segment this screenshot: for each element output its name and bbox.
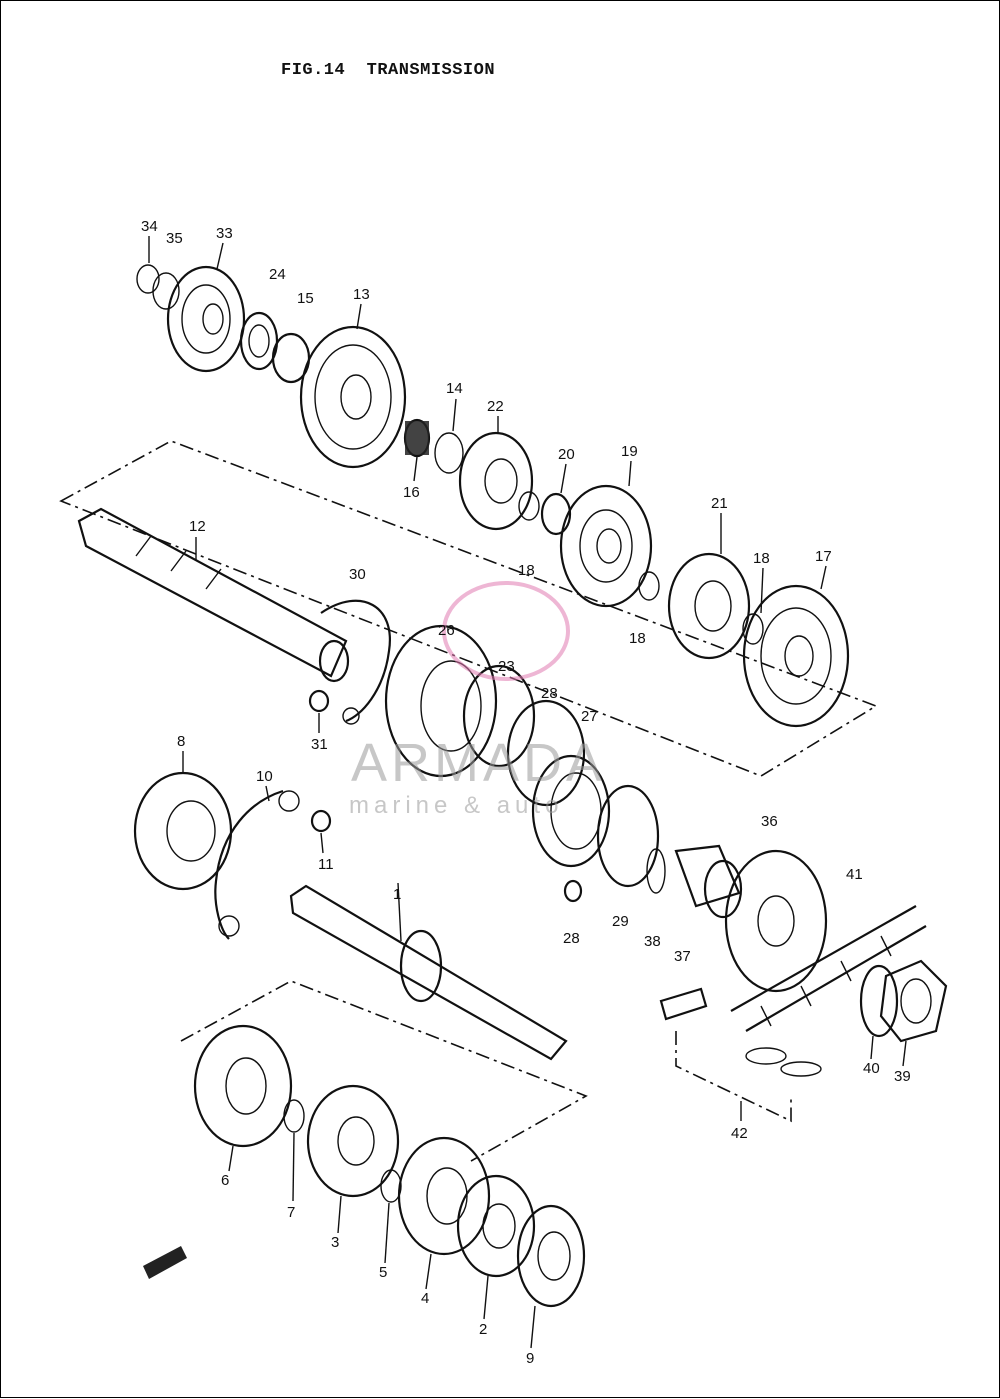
ring-28 (506, 699, 586, 807)
bushing-24 (239, 311, 279, 371)
gear-33 (166, 265, 246, 373)
gear-2 (456, 1174, 536, 1278)
part-label-16: 16 (403, 484, 420, 501)
stopper-plate-30 (320, 599, 391, 725)
part-label-9: 9 (526, 1350, 534, 1367)
gear-13 (299, 325, 407, 469)
part-label-10: 10 (256, 768, 273, 785)
circlip-18b (638, 571, 660, 601)
sprocket-36 (724, 849, 828, 993)
part-label-17: 17 (815, 548, 832, 565)
part-label-8: 8 (177, 733, 185, 750)
figure-title: FIG.14 TRANSMISSION (281, 61, 496, 80)
part-label-38: 38 (644, 933, 661, 950)
driveshaft-group-boundary (180, 980, 588, 1162)
part-label-15: 15 (297, 290, 314, 307)
part-label-42: 42 (731, 1125, 748, 1142)
part-label-26: 26 (438, 622, 455, 639)
gear-4 (397, 1136, 491, 1256)
part-label-30: 30 (349, 566, 366, 583)
watermark-tagline: marine & auto (349, 792, 563, 819)
part-label-18c: 18 (753, 550, 770, 567)
watermark-brand: ARMADA (351, 733, 606, 793)
countershaft-group-boundary (59, 440, 878, 777)
part-label-41: 41 (846, 866, 863, 883)
oring-29 (596, 784, 660, 888)
part-label-2: 2 (479, 1321, 487, 1338)
part-label-37: 37 (674, 948, 691, 965)
part-label-18b: 18 (629, 630, 646, 647)
gear-17 (742, 584, 850, 728)
stopper-10 (214, 789, 300, 940)
part-label-1: 1 (393, 886, 401, 903)
watermark: ARMADA marine & auto (349, 581, 606, 819)
part-label-29a: 29 (612, 913, 629, 930)
driveshaft-1 (289, 884, 568, 1061)
part-label-34: 34 (141, 218, 158, 235)
part-label-7: 7 (287, 1204, 295, 1221)
circlip-18a (518, 491, 540, 521)
part-label-33: 33 (216, 225, 233, 242)
part-label-21: 21 (711, 495, 728, 512)
direction-arrow (143, 1246, 187, 1279)
bolt-28 (563, 879, 583, 903)
part-label-19: 19 (621, 443, 638, 460)
circlip-34 (136, 264, 160, 294)
circlip-7 (283, 1099, 305, 1133)
screw-31 (308, 689, 330, 713)
circlip-18c (742, 613, 764, 645)
part-label-24: 24 (269, 266, 286, 283)
part-label-36: 36 (761, 813, 778, 830)
part-label-4: 4 (421, 1290, 429, 1307)
washer-23 (462, 664, 536, 768)
part-label-22: 22 (487, 398, 504, 415)
spacer-37 (674, 844, 743, 919)
gear-6 (193, 1024, 293, 1148)
part-label-3: 3 (331, 1234, 339, 1251)
gear-19 (559, 484, 653, 608)
part-label-14: 14 (446, 380, 463, 397)
leader-lines (148, 236, 907, 1349)
part-label-18a: 18 (518, 562, 535, 579)
oring-38 (646, 848, 666, 894)
part-label-13: 13 (353, 286, 370, 303)
part-label-12: 12 (189, 518, 206, 535)
chain-joint-bracket (675, 1031, 792, 1123)
washer-35 (152, 272, 180, 310)
gear-3 (306, 1084, 400, 1198)
washer-14 (434, 432, 464, 474)
screw-11 (310, 809, 332, 833)
part-label-31: 31 (311, 736, 328, 753)
part-number-labels: 34 35 33 24 15 13 14 22 16 20 19 18 21 1… (141, 218, 911, 1367)
part-label-23: 23 (498, 658, 515, 675)
part-label-35: 35 (166, 230, 183, 247)
part-label-20: 20 (558, 446, 575, 463)
gear-22 (458, 431, 534, 531)
bearing-9 (516, 1204, 586, 1308)
part-label-6: 6 (221, 1172, 229, 1189)
countershaft-12 (77, 507, 350, 683)
nut-39 (879, 959, 948, 1043)
part-label-11: 11 (318, 856, 334, 873)
gear-21 (667, 552, 751, 660)
washer-20 (540, 492, 572, 536)
washer-40 (859, 964, 899, 1038)
part-label-27: 27 (581, 708, 598, 725)
circlip-5 (380, 1169, 402, 1203)
bearing-26 (384, 624, 498, 778)
part-label-28b: 28 (563, 930, 580, 947)
part-label-39: 39 (894, 1068, 911, 1085)
part-label-40: 40 (863, 1060, 880, 1077)
chain-41 (730, 905, 927, 1032)
chain-joint-42 (659, 987, 822, 1077)
part-label-5: 5 (379, 1264, 387, 1281)
part-label-28a: 28 (541, 685, 558, 702)
bearing-16 (403, 418, 431, 458)
